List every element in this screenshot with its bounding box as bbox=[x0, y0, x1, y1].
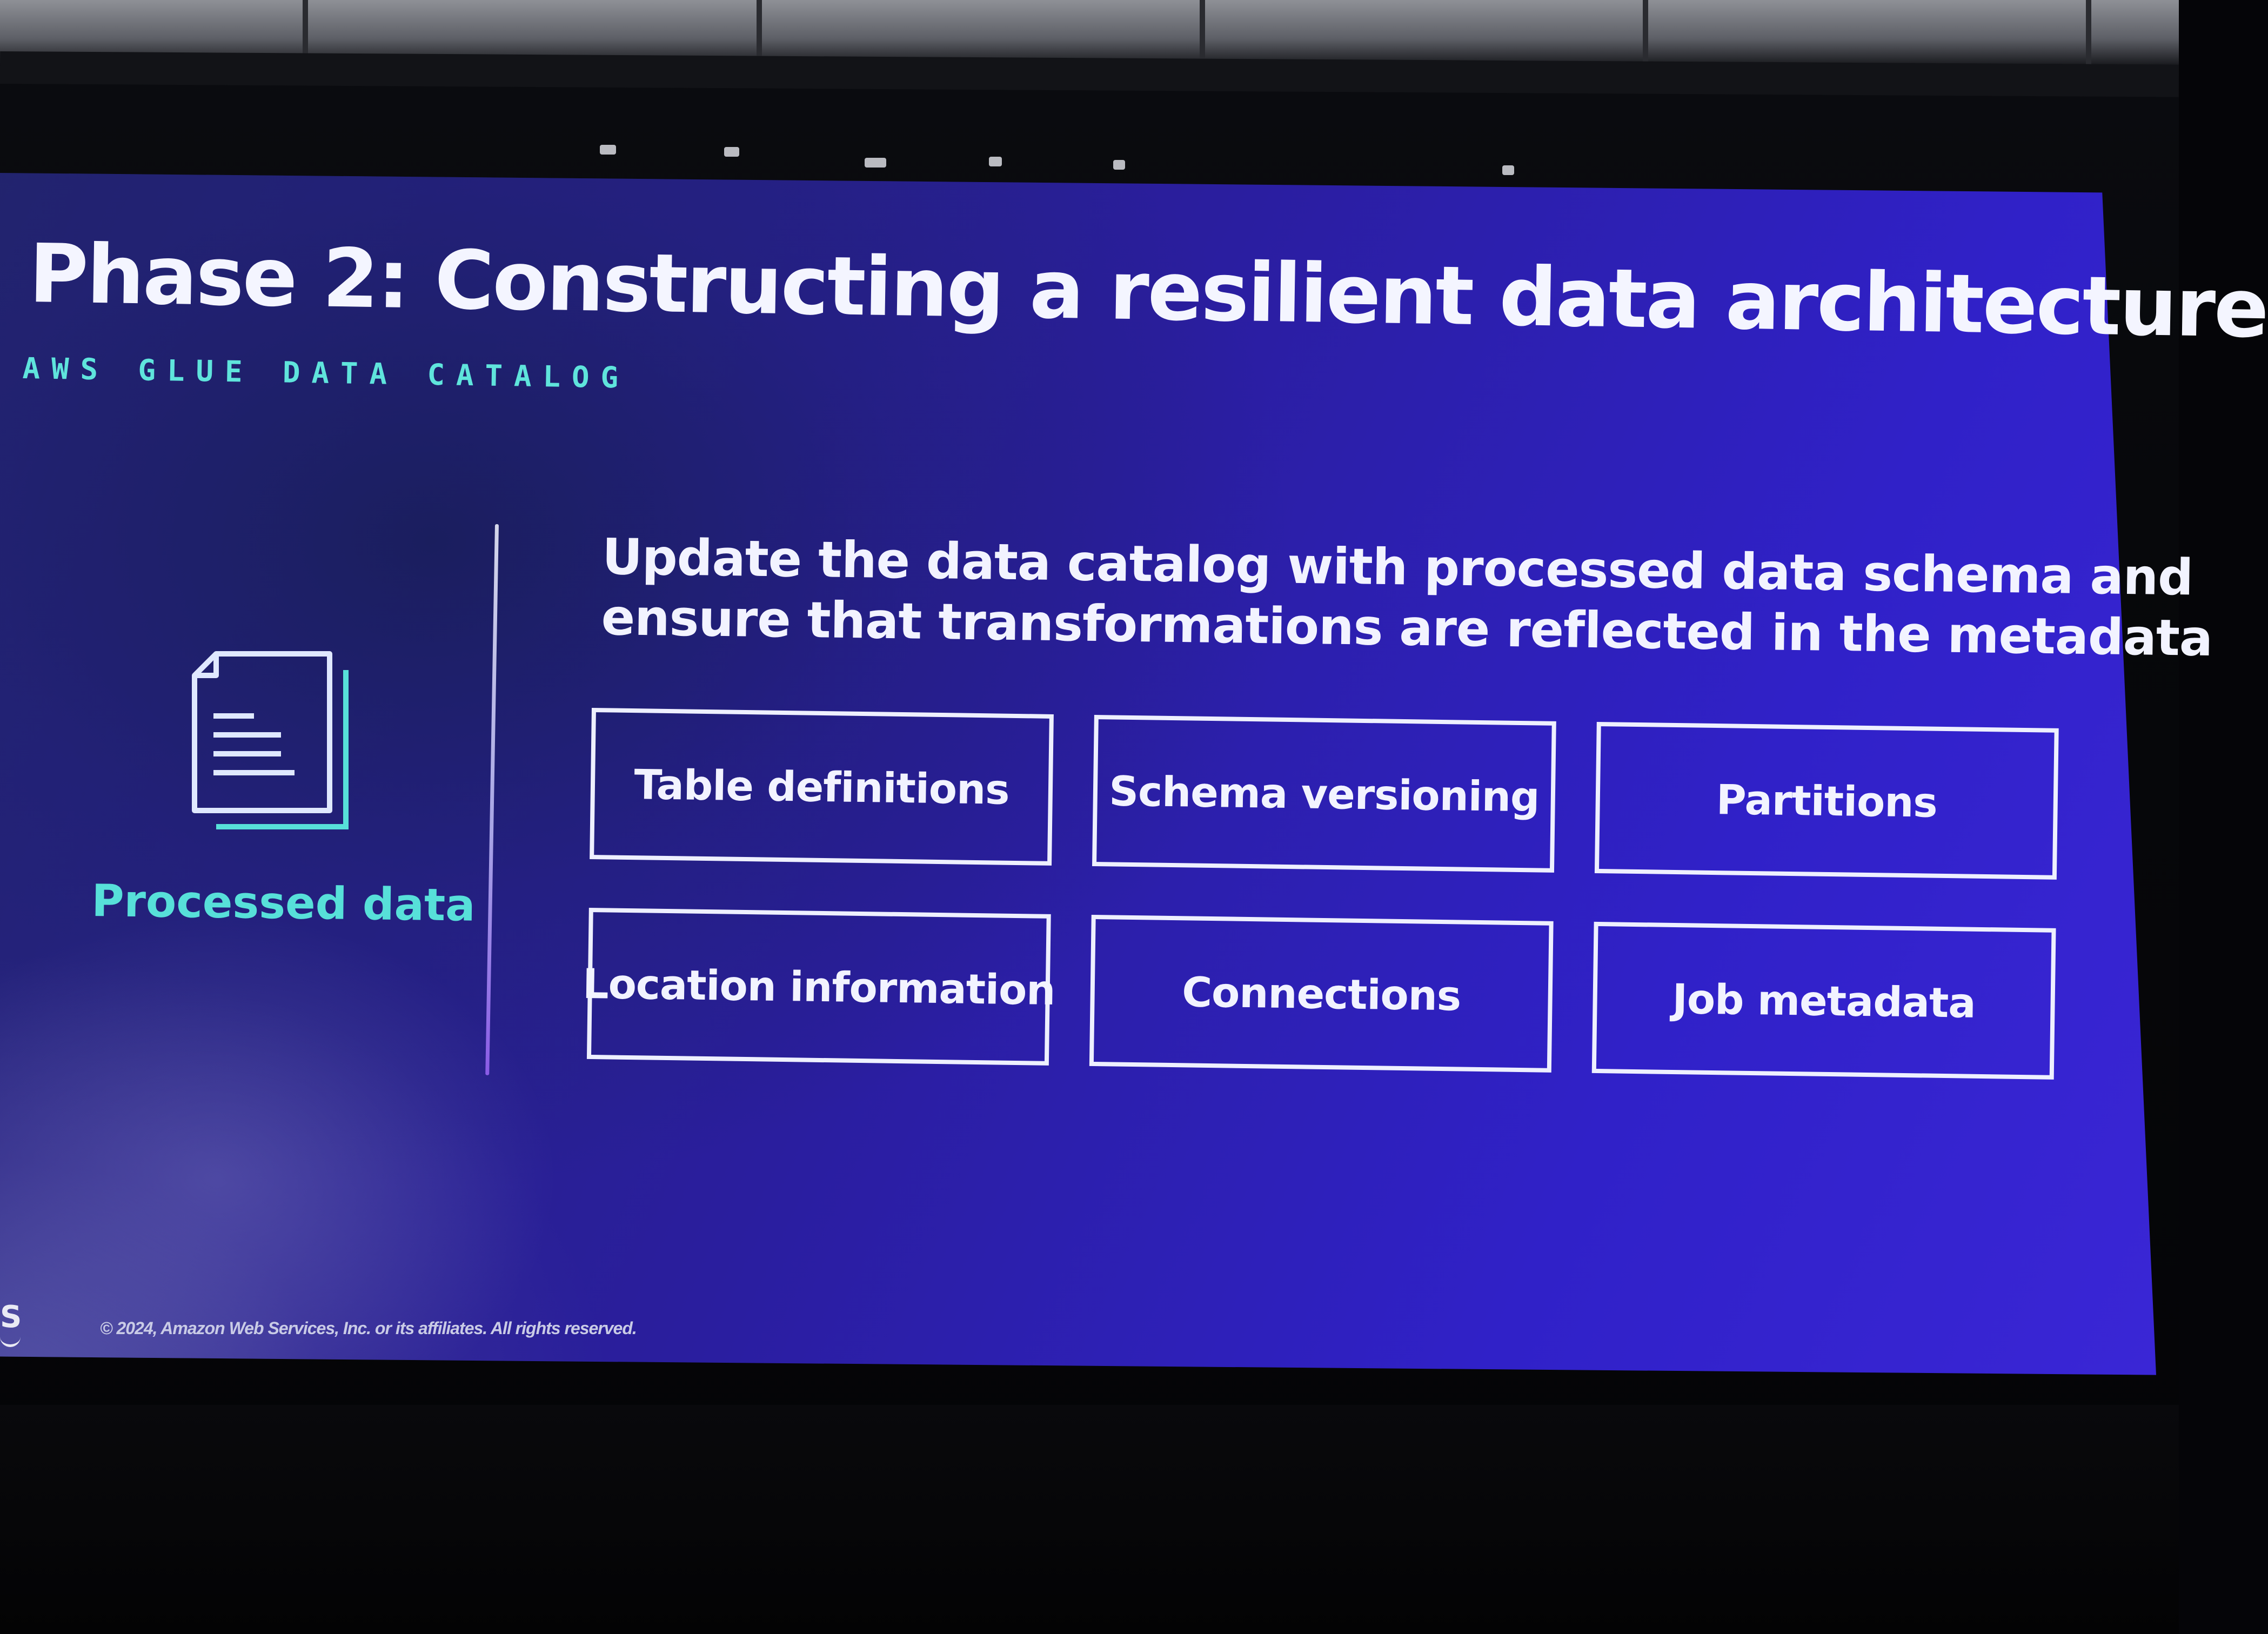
screen-bracket bbox=[600, 145, 616, 155]
item-job-metadata: Job metadata bbox=[1591, 921, 2056, 1080]
processed-data-label: Processed data bbox=[91, 875, 476, 932]
ceiling-seam bbox=[757, 0, 762, 65]
screen-bracket bbox=[989, 157, 1002, 166]
document-stack-icon bbox=[192, 651, 349, 829]
lead-text: Update the data catalog with processed d… bbox=[601, 527, 2213, 669]
copyright-footer: © 2024, Amazon Web Services, Inc. or its… bbox=[100, 1318, 637, 1338]
ceiling-seam bbox=[1643, 0, 1648, 65]
room-floor bbox=[0, 1405, 2179, 1634]
aws-logo-fragment: S bbox=[0, 1300, 22, 1335]
ceiling-seam bbox=[2086, 0, 2091, 65]
item-schema-versioning: Schema versioning bbox=[1092, 714, 1556, 873]
projection-screen bbox=[0, 173, 2156, 1375]
screen-bracket bbox=[1113, 160, 1125, 170]
aws-smile-icon bbox=[0, 1335, 21, 1347]
catalog-items-grid: Table definitions Schema versioning Part… bbox=[583, 708, 2089, 1129]
item-table-definitions: Table definitions bbox=[590, 708, 1054, 866]
item-partitions: Partitions bbox=[1594, 721, 2059, 880]
screen-bracket bbox=[865, 158, 886, 168]
item-connections: Connections bbox=[1089, 914, 1554, 1073]
ceiling-seam bbox=[1200, 0, 1205, 65]
ceiling-seam bbox=[303, 0, 308, 65]
screen-bracket bbox=[1502, 165, 1514, 175]
screen-bracket bbox=[724, 147, 739, 157]
item-location-information: Location information bbox=[583, 907, 1055, 1066]
